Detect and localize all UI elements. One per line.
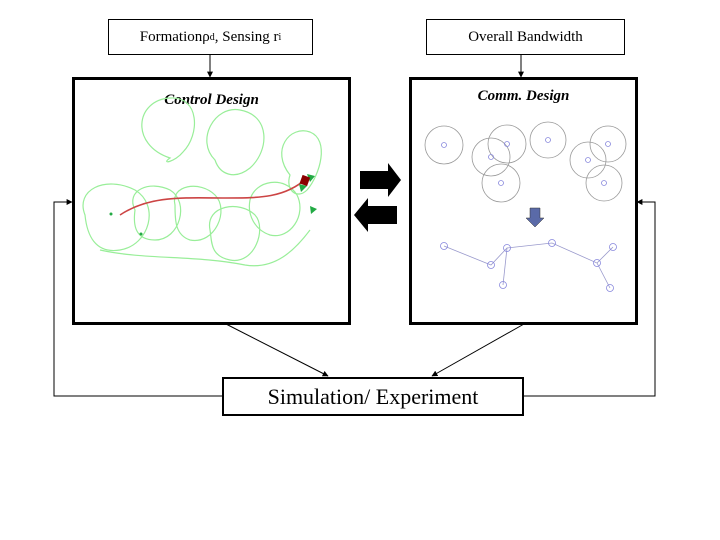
comm-range-circle — [471, 137, 511, 177]
right-exchange-arrow — [360, 163, 401, 197]
trajectory-loop — [206, 109, 265, 176]
trajectory-loop — [141, 97, 196, 163]
comm-node — [440, 242, 448, 250]
comm-range-circle — [487, 124, 527, 164]
comm-node — [503, 244, 511, 252]
trajectory-loop — [99, 229, 311, 267]
agent-marker — [139, 232, 143, 236]
trajectory-loop — [248, 181, 301, 237]
comm-node — [585, 157, 591, 163]
overall-bandwidth-input-box: Overall Bandwidth — [426, 19, 625, 55]
comm-network-plot — [424, 121, 627, 292]
comm-node — [498, 180, 504, 186]
comm-node — [487, 261, 495, 269]
formation-label: Formation — [139, 28, 203, 45]
trajectory-loop — [82, 183, 150, 252]
comm-range-circle — [585, 164, 623, 202]
comm-link — [443, 242, 611, 289]
comm-design-panel: Comm. Design — [409, 77, 638, 325]
comm-range-circle — [481, 163, 521, 203]
comm-node — [601, 180, 607, 186]
comm-node — [499, 281, 507, 289]
trajectory-loop — [173, 185, 222, 241]
agent-marker — [299, 184, 307, 192]
comm-node — [548, 239, 556, 247]
comm-range-circle — [529, 121, 567, 159]
trajectory-loop — [209, 206, 261, 261]
comm-range-circle — [589, 125, 627, 163]
control-design-panel: Control Design — [72, 77, 351, 325]
down-arrow-icon — [525, 207, 545, 228]
agent-marker — [307, 174, 315, 182]
comm-node — [504, 141, 510, 147]
overall-bandwidth-label: Overall Bandwidth — [468, 28, 583, 45]
simulation-to-comm-feedback-arrow — [522, 199, 656, 397]
comm-node — [593, 259, 601, 267]
rho-symbol: ρ — [202, 28, 210, 45]
comm-node — [606, 284, 614, 292]
simulation-experiment-label: Simulation/ Experiment — [267, 383, 479, 409]
rho-subscript: d — [209, 31, 215, 43]
formation-trajectory-plot — [82, 97, 322, 267]
comm-node — [545, 137, 551, 143]
comm-node — [605, 141, 611, 147]
comm-range-circle — [424, 125, 464, 165]
trajectory-loop — [281, 130, 322, 195]
comm-link — [502, 247, 508, 286]
comm-to-simulation-arrow — [431, 323, 525, 377]
trajectory-loop — [132, 185, 182, 241]
simulation-to-control-feedback-arrow — [53, 199, 222, 397]
agent-marker — [109, 212, 113, 216]
agent-marker — [310, 206, 317, 214]
r-subscript: i — [278, 31, 282, 43]
left-exchange-arrow — [354, 198, 397, 232]
control-to-simulation-arrow — [225, 323, 329, 377]
comm-range-circle — [569, 141, 607, 179]
comm-node — [609, 243, 617, 251]
leader-marker — [299, 174, 311, 187]
simulation-experiment-box: Simulation/ Experiment — [222, 377, 524, 416]
comm-node — [488, 154, 494, 160]
comm-node — [441, 142, 447, 148]
trajectory-path — [119, 177, 308, 216]
comm-design-title: Comm. Design — [477, 88, 570, 104]
sensing-label: , Sensing r — [214, 28, 279, 45]
